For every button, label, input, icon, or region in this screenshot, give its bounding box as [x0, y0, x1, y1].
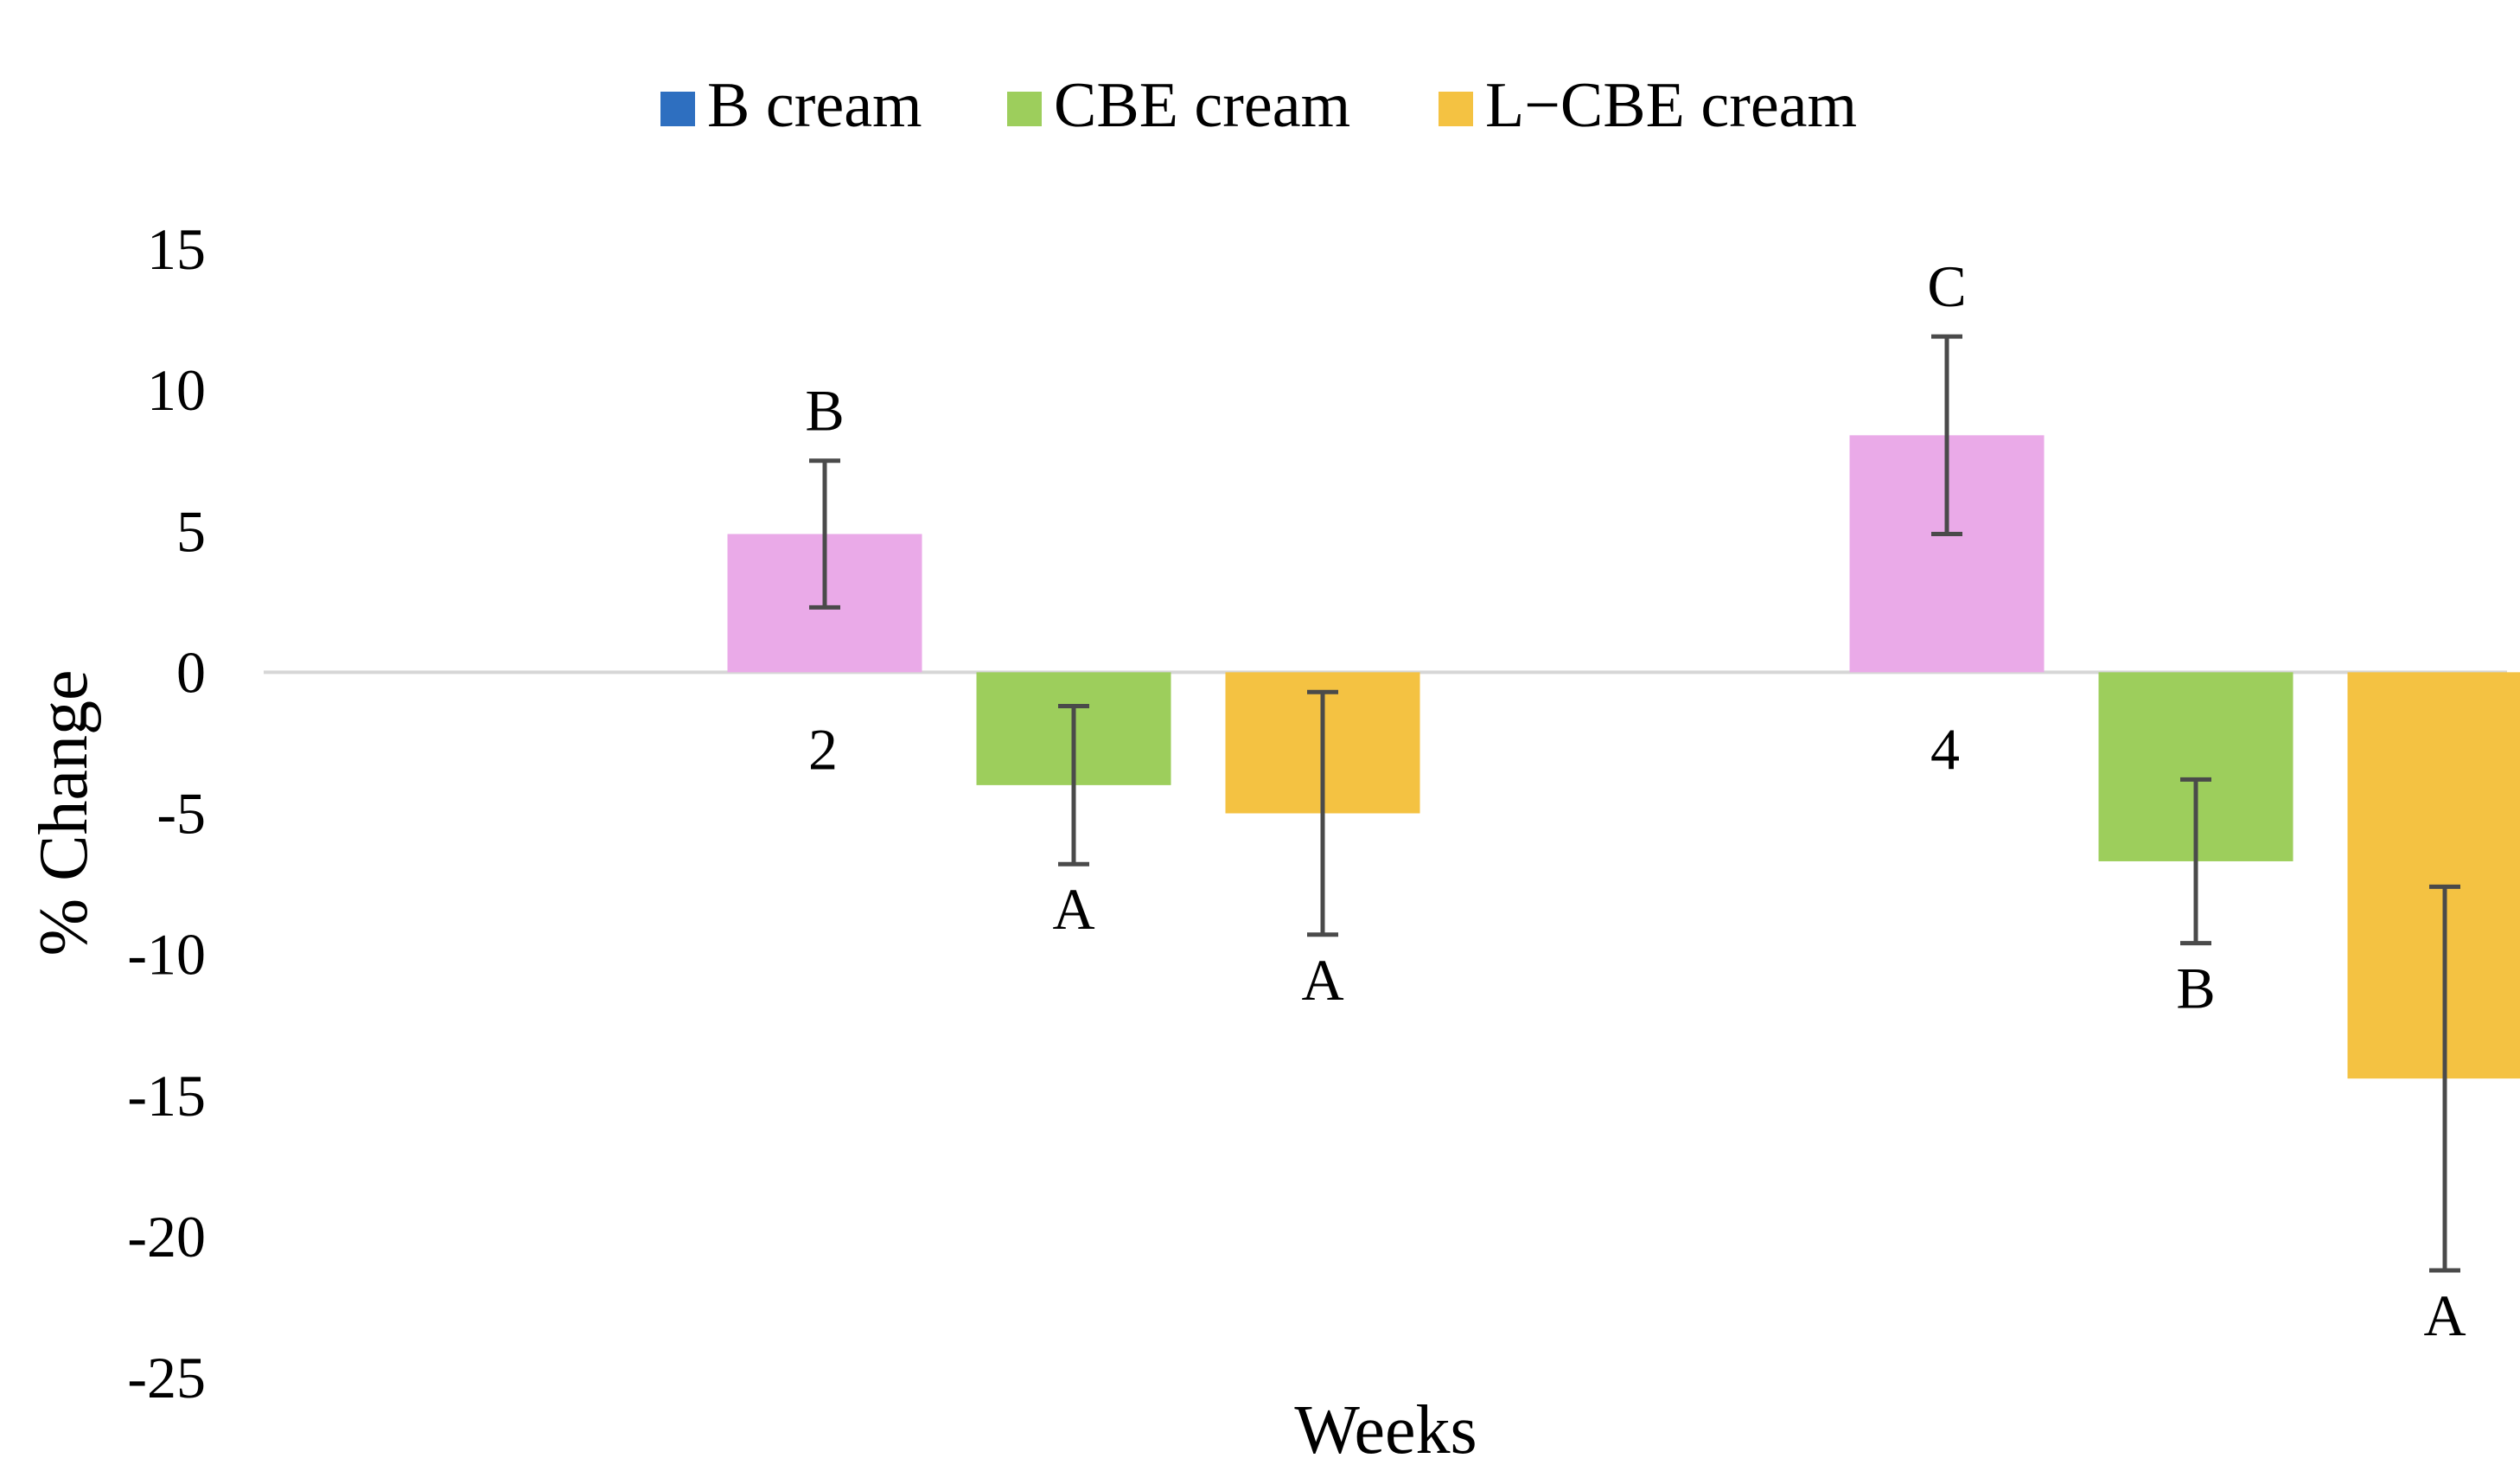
significance-letter: A — [1301, 947, 1343, 1013]
legend-item: CBE cream — [1007, 70, 1350, 141]
significance-letter: A — [2423, 1282, 2466, 1348]
error-bar — [2180, 777, 2211, 946]
legend: B cream CBE cream L−CBE cream — [660, 70, 1857, 141]
legend-item: B cream — [660, 70, 922, 141]
error-bar — [2429, 884, 2460, 1273]
legend-swatch — [1007, 92, 1042, 126]
legend-label: L−CBE cream — [1485, 70, 1857, 141]
y-tick-label: 15 — [147, 216, 206, 282]
y-tick-label: 0 — [176, 639, 206, 705]
legend-swatch — [660, 92, 695, 126]
legend-label: CBE cream — [1054, 70, 1350, 141]
legend-item: L−CBE cream — [1439, 70, 1857, 141]
bar — [2347, 672, 2520, 1079]
y-tick-label: -15 — [127, 1063, 206, 1129]
significance-letter: A — [1052, 876, 1094, 942]
x-tick-label: 4 — [1930, 716, 1960, 782]
x-axis-title: Weeks — [1294, 1392, 1477, 1468]
error-bar — [1931, 334, 1962, 537]
y-tick-label: -25 — [127, 1345, 206, 1410]
legend-label: B cream — [707, 70, 922, 141]
y-tick-label: 10 — [147, 357, 206, 423]
bars: B C A B A A — [727, 253, 2520, 1348]
y-axis: 15 10 5 0 -5 -10 -15 -20 -25 — [127, 216, 206, 1410]
y-axis-title: % Change — [26, 669, 102, 956]
error-bar — [1307, 689, 1338, 937]
significance-letter: C — [1927, 253, 1966, 319]
error-bar — [809, 458, 840, 610]
y-tick-label: -10 — [127, 922, 206, 988]
significance-letter: B — [805, 378, 844, 444]
y-tick-label: -5 — [156, 781, 206, 847]
error-bar — [1058, 704, 1089, 867]
y-tick-label: 5 — [176, 498, 206, 564]
y-tick-label: -20 — [127, 1204, 206, 1270]
legend-swatch — [1439, 92, 1473, 126]
x-tick-label: 2 — [808, 716, 838, 782]
significance-letter: B — [2176, 956, 2215, 1021]
